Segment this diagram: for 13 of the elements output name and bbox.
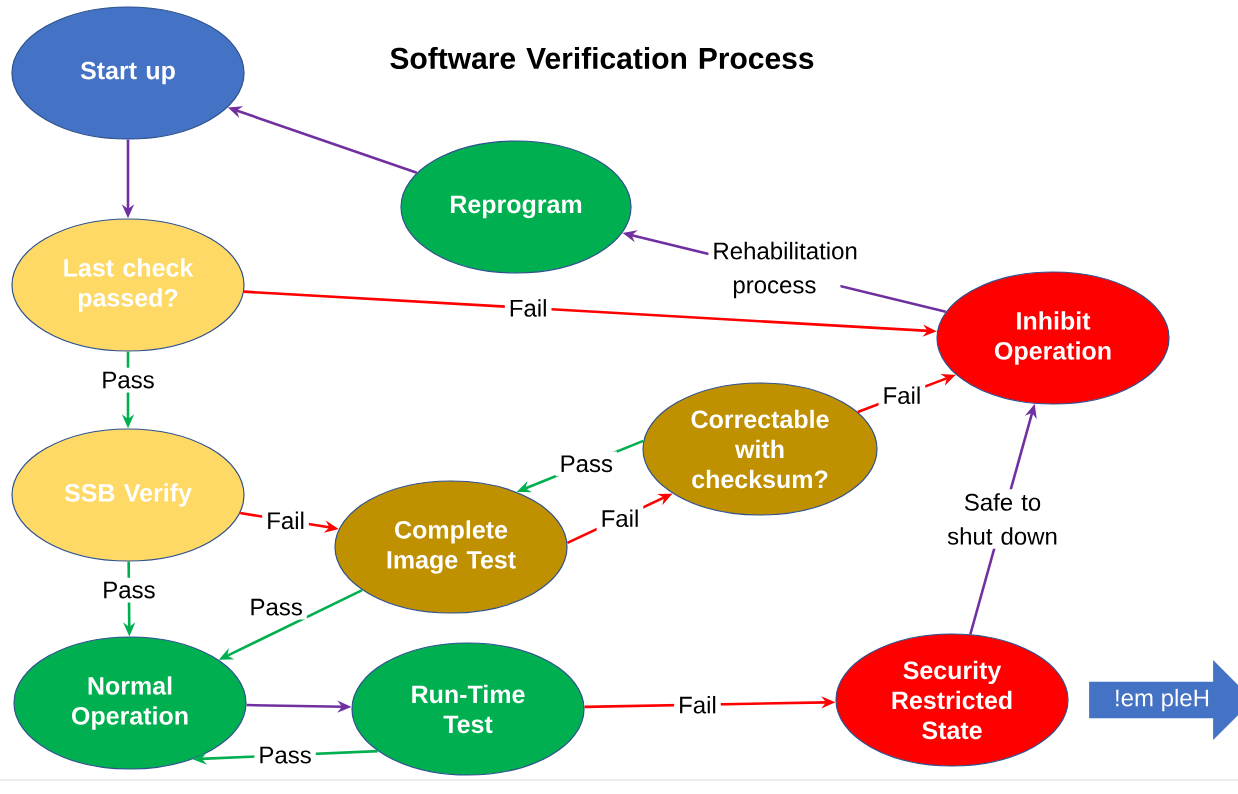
edge-label: Fail — [504, 295, 552, 321]
edge-label: Fail — [878, 382, 926, 409]
edge-label: Fail — [262, 507, 309, 534]
edge-label: Pass — [98, 577, 160, 603]
edge-label: Fail — [674, 691, 721, 718]
edge-label: Pass — [254, 742, 316, 768]
edge-label: Fail — [596, 505, 644, 532]
edge-label: Pass — [97, 367, 159, 393]
title: Software Verification Process — [390, 47, 814, 69]
edge-label: Rehabilitation process — [708, 237, 857, 303]
edge-label: Pass — [245, 594, 307, 620]
edge-label: Safe to shut down — [936, 489, 1069, 549]
edge-label: Pass — [555, 451, 617, 477]
